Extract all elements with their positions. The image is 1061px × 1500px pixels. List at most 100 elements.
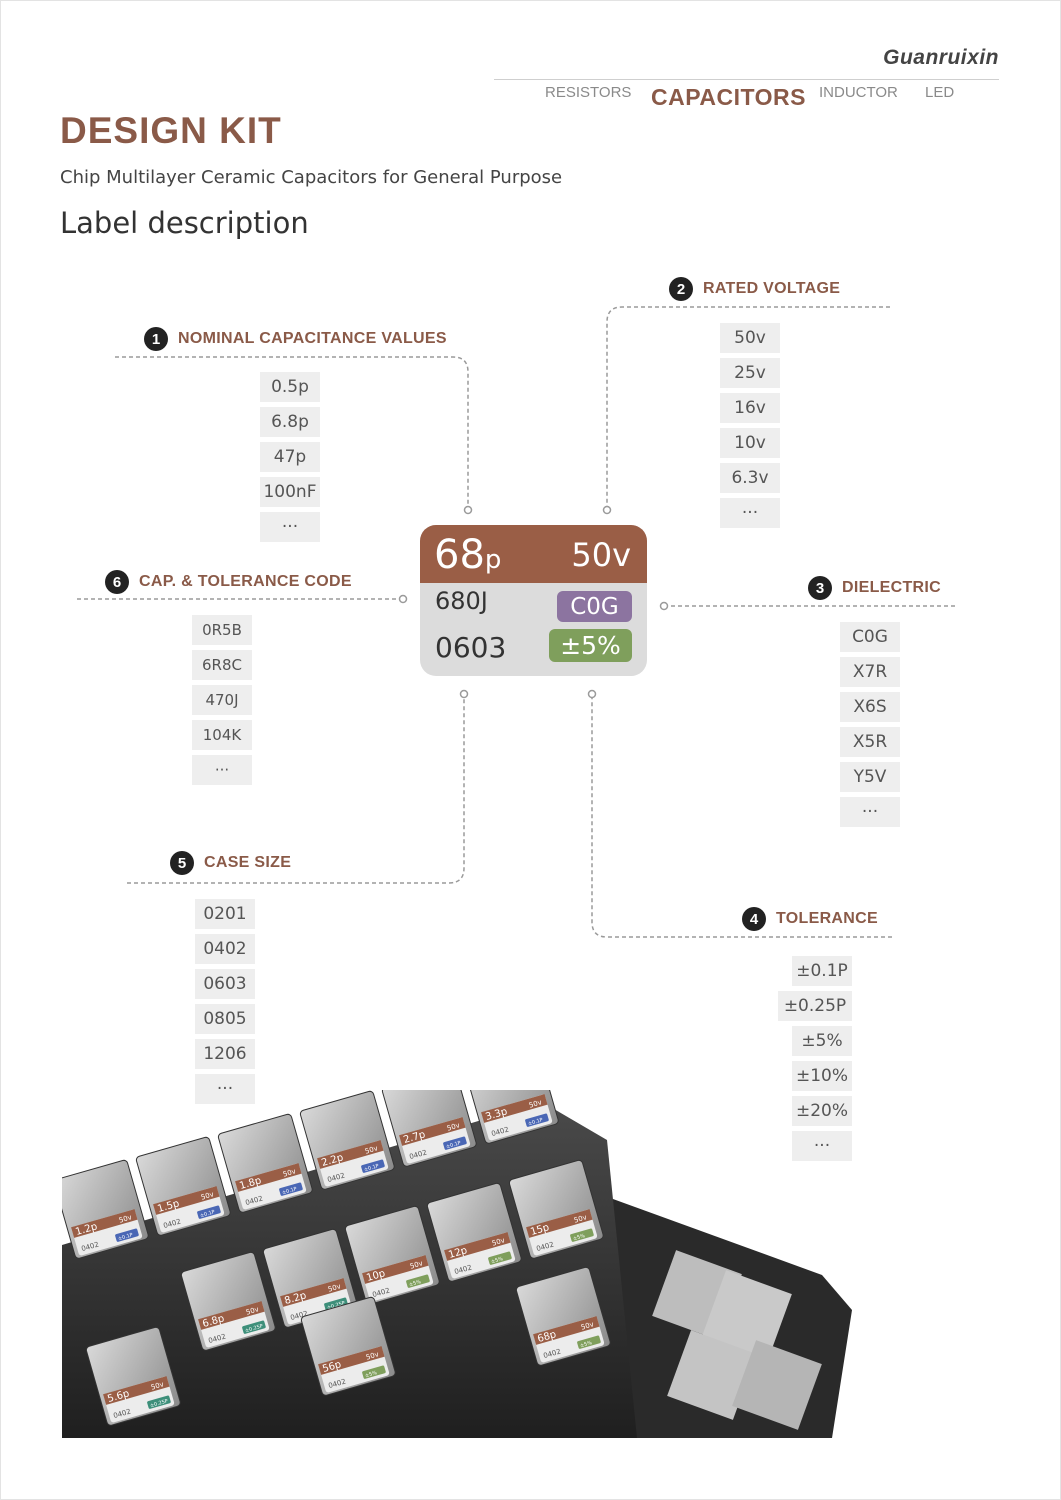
dielectric-value-list: C0G X7R X6S X5R Y5V ··· xyxy=(840,622,900,827)
list-item: 0.5p xyxy=(260,372,320,402)
list-item: Y5V xyxy=(840,762,900,792)
list-item: ··· xyxy=(192,755,252,785)
list-item: X6S xyxy=(840,692,900,722)
bin-label-header xyxy=(280,1278,347,1307)
section-case-size: 5 CASE SIZE xyxy=(170,851,291,875)
step-number-2: 2 xyxy=(669,277,693,301)
list-item: 16v xyxy=(720,393,780,423)
bin-tolerance-badge xyxy=(570,1228,594,1242)
list-item: 0402 xyxy=(195,934,255,964)
label-cap-unit: p xyxy=(484,545,502,575)
back-box-bins xyxy=(652,1250,822,1430)
section-label: CASE SIZE xyxy=(204,854,292,871)
bin-tolerance-badge xyxy=(443,1136,467,1150)
bin-tolerance: ±0.1P xyxy=(363,1163,379,1173)
tab-led[interactable]: LED xyxy=(925,84,955,101)
bin-tolerance: ±0.1P xyxy=(527,1117,543,1127)
bin-voltage: 50v xyxy=(491,1236,506,1247)
label-cap-value: 68 xyxy=(434,532,485,578)
list-item: 25v xyxy=(720,358,780,388)
section-label: CAP. & TOLERANCE CODE xyxy=(139,573,352,590)
label-code: 680J xyxy=(435,587,488,615)
bin-label-header xyxy=(526,1209,593,1238)
list-item: ±5% xyxy=(792,1026,852,1056)
bin-tolerance: ±0.1P xyxy=(445,1140,461,1150)
bin-voltage: 50v xyxy=(118,1213,133,1224)
bin-voltage: 50v xyxy=(364,1144,379,1155)
bin-tolerance: ±0.25P xyxy=(326,1300,345,1311)
step-number-1: 1 xyxy=(144,327,168,351)
list-item: 0R5B xyxy=(192,615,252,645)
section-dielectric: 3 DIELECTRIC xyxy=(808,576,941,600)
bin-voltage: 50v xyxy=(446,1121,461,1132)
tab-capacitors[interactable]: CAPACITORS xyxy=(651,84,806,110)
tab-inductor[interactable]: INDUCTOR xyxy=(819,84,898,101)
bin-label-header xyxy=(71,1209,138,1238)
list-item: ··· xyxy=(792,1131,852,1161)
list-item: 6.8p xyxy=(260,407,320,437)
bin-cap-value: 68p xyxy=(536,1329,557,1345)
list-item: 0603 xyxy=(195,969,255,999)
list-item: ±10% xyxy=(792,1061,852,1091)
label-capacitance: 68p xyxy=(434,533,501,582)
list-item: ··· xyxy=(195,1074,255,1104)
label-tolerance-badge: ±5% xyxy=(549,629,632,662)
product-photo: 1.2p50v0402±0.1P1.5p50v0402±0.1P1.8p50v0… xyxy=(62,1090,852,1438)
bin-tolerance-badge xyxy=(147,1395,171,1409)
bin-tolerance-badge xyxy=(324,1297,348,1311)
list-item: 10v xyxy=(720,428,780,458)
step-number-4: 4 xyxy=(742,907,766,931)
bin-tolerance-badge xyxy=(242,1320,266,1334)
section-label: NOMINAL CAPACITANCE VALUES xyxy=(178,330,447,347)
list-item: ±20% xyxy=(792,1096,852,1126)
bin-tolerance: ±0.1P xyxy=(199,1209,215,1219)
step-number-5: 5 xyxy=(170,851,194,875)
bin-tolerance: ±5% xyxy=(364,1370,378,1379)
bin-tolerance-badge xyxy=(362,1365,386,1379)
bin-tolerance-badge xyxy=(115,1228,139,1242)
tab-resistors[interactable]: RESISTORS xyxy=(545,84,632,101)
voltage-value-list: 50v 25v 16v 10v 6.3v ··· xyxy=(720,323,780,528)
label-header: 68p 50v xyxy=(420,525,647,583)
list-item: ··· xyxy=(260,512,320,542)
bin-voltage: 50v xyxy=(365,1350,380,1361)
bin-label-header xyxy=(317,1140,384,1169)
bin-voltage: 50v xyxy=(528,1098,543,1109)
list-item: ±0.25P xyxy=(778,991,852,1021)
bin-tolerance-badge xyxy=(525,1113,549,1127)
bin-cap-value: 15p xyxy=(529,1222,550,1238)
section-heading: Label description xyxy=(60,206,309,240)
bin-tolerance-badge xyxy=(406,1274,430,1288)
list-item: ··· xyxy=(840,797,900,827)
list-item: 47p xyxy=(260,442,320,472)
bin-voltage: 50v xyxy=(580,1320,595,1331)
bin-tolerance: ±0.25P xyxy=(149,1398,168,1409)
brand-logo: Guanruixin xyxy=(883,46,999,69)
bin-tolerance: ±5% xyxy=(408,1279,422,1288)
sample-label-card: 68p 50v 680J 0603 C0G ±5% xyxy=(420,525,647,676)
bin-voltage: 50v xyxy=(245,1305,260,1316)
bin-label-header xyxy=(399,1117,466,1146)
bin-label-header xyxy=(533,1316,600,1345)
bin-tolerance-badge xyxy=(361,1159,385,1173)
label-voltage: 50v xyxy=(571,536,631,574)
bin-label-header xyxy=(318,1346,385,1375)
page-subtitle: Chip Multilayer Ceramic Capacitors for G… xyxy=(60,167,563,188)
bin-label-header xyxy=(481,1094,548,1123)
bin-tolerance-badge xyxy=(279,1182,303,1196)
bin-voltage: 50v xyxy=(409,1259,424,1270)
list-item: X5R xyxy=(840,727,900,757)
list-item: 6.3v xyxy=(720,463,780,493)
bin-tolerance-badge xyxy=(488,1251,512,1265)
list-item: 100nF xyxy=(260,477,320,507)
bin-voltage: 50v xyxy=(573,1213,588,1224)
bin-tolerance: ±5% xyxy=(490,1256,504,1265)
bin-tolerance: ±0.25P xyxy=(244,1323,263,1334)
